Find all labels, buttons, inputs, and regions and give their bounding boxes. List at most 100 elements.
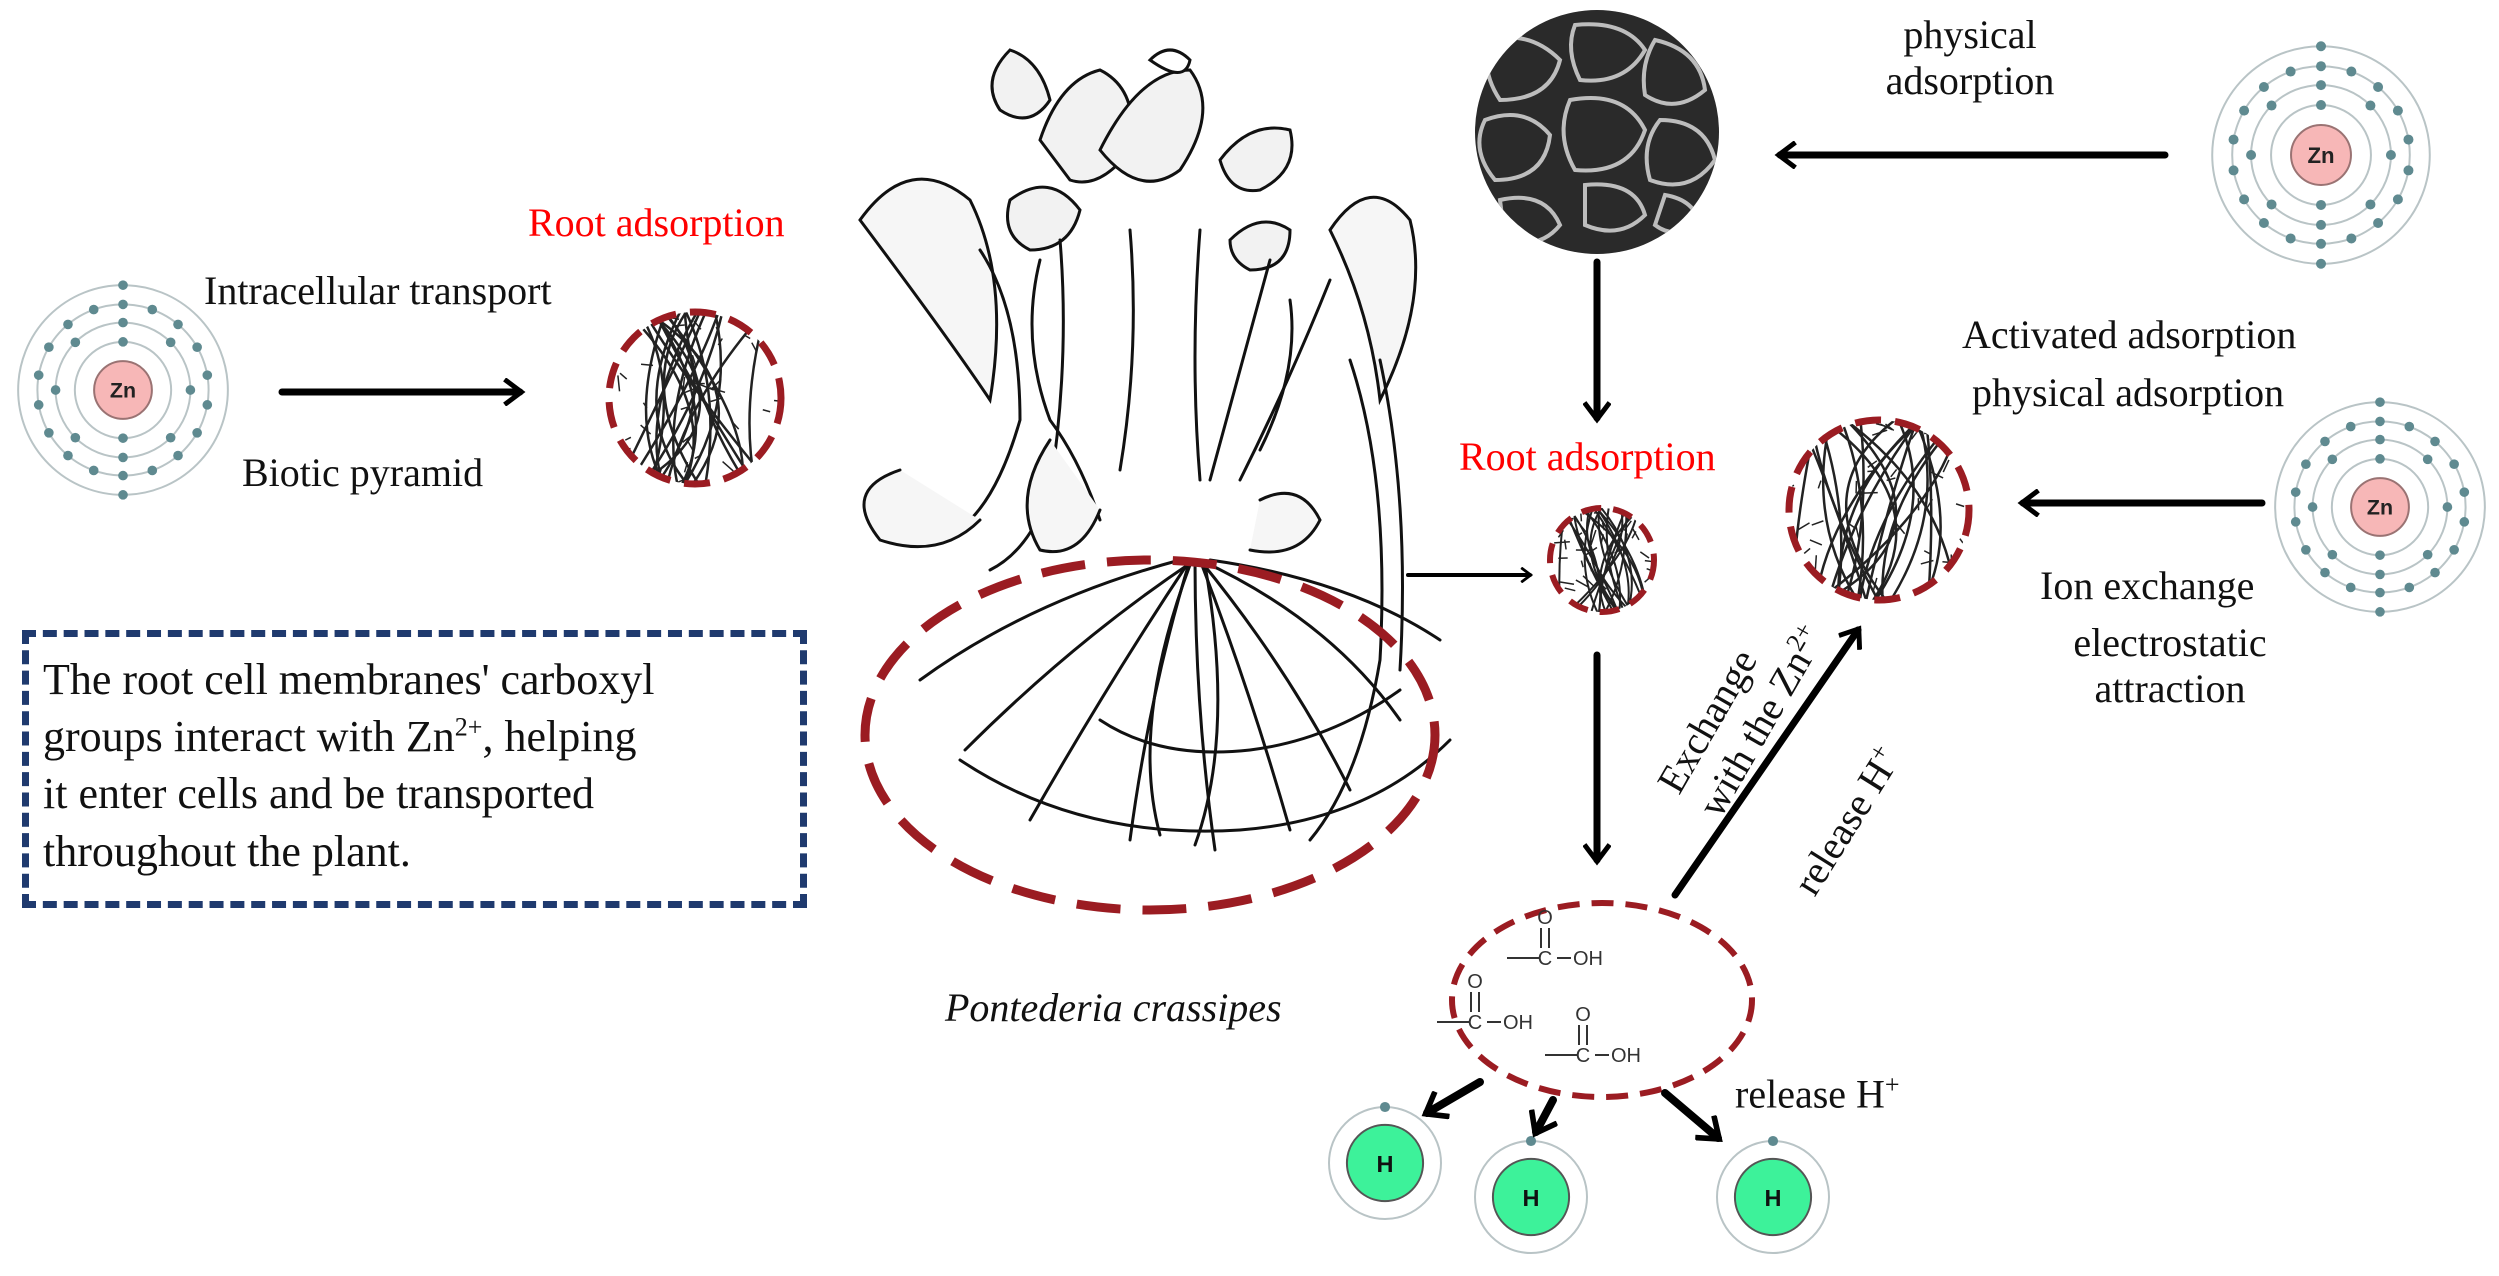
electron	[2403, 165, 2414, 176]
root-hair	[1886, 477, 1896, 482]
root-hair	[682, 432, 696, 443]
root-hair	[685, 438, 695, 453]
electron	[2430, 436, 2440, 447]
root-strand	[677, 312, 723, 484]
root-hair	[710, 378, 722, 390]
electron	[2375, 434, 2385, 445]
root-strand	[1824, 420, 1928, 600]
electron	[118, 433, 128, 443]
label-physical-adsorption-top-line2: adsorption	[1885, 58, 2055, 103]
electron	[2316, 258, 2326, 269]
electron	[2285, 233, 2296, 244]
carbon-atom-label: C	[1576, 1045, 1590, 1067]
electron	[2285, 66, 2296, 77]
electron	[118, 317, 128, 328]
root-hair	[637, 317, 645, 321]
root-strand	[1583, 508, 1604, 612]
electron	[118, 299, 128, 310]
electron	[165, 337, 176, 348]
electron	[2422, 549, 2433, 560]
zinc-atom-right: Zn	[2274, 397, 2486, 617]
label-electrostatic-line1: electrostatic	[2073, 620, 2267, 665]
root-hair	[693, 320, 702, 330]
zinc-symbol: Zn	[2307, 143, 2334, 168]
root-hair	[1580, 513, 1583, 522]
root-hair	[619, 372, 628, 380]
arrow-release-h-1	[1427, 1078, 1484, 1113]
root-hair	[640, 424, 652, 435]
hydrogen-nucleus	[1345, 1123, 1425, 1203]
root-hair	[715, 326, 720, 334]
electron	[147, 304, 158, 315]
root-hair	[1580, 560, 1584, 568]
hydrogen-atom-3: H	[1716, 1135, 1830, 1254]
electron	[2316, 238, 2326, 249]
root-hair	[1802, 424, 1817, 428]
electron	[2258, 81, 2269, 92]
electron	[2373, 218, 2384, 229]
electron	[70, 337, 81, 348]
electron	[118, 490, 128, 500]
root-strand	[1867, 420, 1915, 600]
root-hair	[1924, 431, 1937, 435]
root-hair	[1872, 429, 1888, 436]
root-hair	[640, 363, 654, 367]
root-hair	[691, 354, 697, 366]
electron	[2327, 549, 2338, 560]
hydrogen-symbol: H	[1765, 1185, 1782, 1211]
electron	[44, 427, 54, 438]
info-box-line2-suffix: , helping	[482, 712, 637, 762]
electron	[2430, 567, 2440, 578]
label-physical-adsorption-right: physical adsorption	[1972, 370, 2285, 415]
root-hair	[1563, 539, 1567, 550]
electron	[2228, 165, 2239, 176]
electron	[2403, 134, 2414, 145]
electron	[2316, 41, 2326, 52]
electron	[2346, 233, 2357, 244]
label-root-adsorption-center: Root adsorption	[1459, 434, 1716, 479]
root-hair	[1585, 546, 1598, 556]
electron	[165, 432, 176, 443]
root-hair	[681, 376, 686, 392]
electron	[2239, 194, 2250, 205]
root-hair	[1923, 550, 1931, 555]
root-hair	[1803, 547, 1811, 555]
electron	[118, 470, 128, 481]
electron	[202, 400, 213, 410]
root-hair	[617, 375, 621, 392]
electron	[2392, 105, 2403, 116]
root-hair	[1564, 587, 1576, 592]
label-electrostatic-line2: attraction	[2094, 666, 2246, 711]
root-hair	[1560, 581, 1575, 586]
electron	[2327, 454, 2338, 465]
plant-illustration	[858, 48, 1452, 852]
root-hair	[751, 342, 758, 353]
root-hair	[1623, 520, 1632, 531]
oxygen-atom-label: O	[1537, 907, 1553, 929]
root-zoom-circle-right	[1785, 416, 1973, 604]
hydrogen-nucleus	[1733, 1157, 1813, 1237]
root-hair	[1920, 449, 1931, 460]
root-zoom-circle-left	[605, 308, 785, 488]
root-hair	[622, 462, 629, 466]
electron	[173, 450, 183, 461]
hydroxyl-label: OH	[1503, 1012, 1533, 1034]
electron	[33, 370, 44, 380]
hydroxyl-label: OH	[1573, 948, 1603, 970]
electron	[2301, 459, 2311, 470]
arrow-release-h-2	[1536, 1096, 1553, 1132]
electron	[63, 450, 73, 461]
zinc-nucleus	[2350, 477, 2410, 537]
electron	[88, 465, 99, 476]
electron	[2375, 607, 2385, 617]
electron	[2320, 436, 2330, 447]
arrows	[278, 155, 2266, 1138]
hydrogen-nucleus	[1491, 1157, 1571, 1237]
electron	[2375, 569, 2385, 580]
root-hair	[683, 461, 689, 473]
info-box-line3: it enter cells and be transported	[43, 769, 595, 819]
electron	[2375, 587, 2385, 598]
root-hair	[694, 454, 702, 460]
electron	[63, 319, 73, 330]
electron	[2345, 582, 2356, 593]
